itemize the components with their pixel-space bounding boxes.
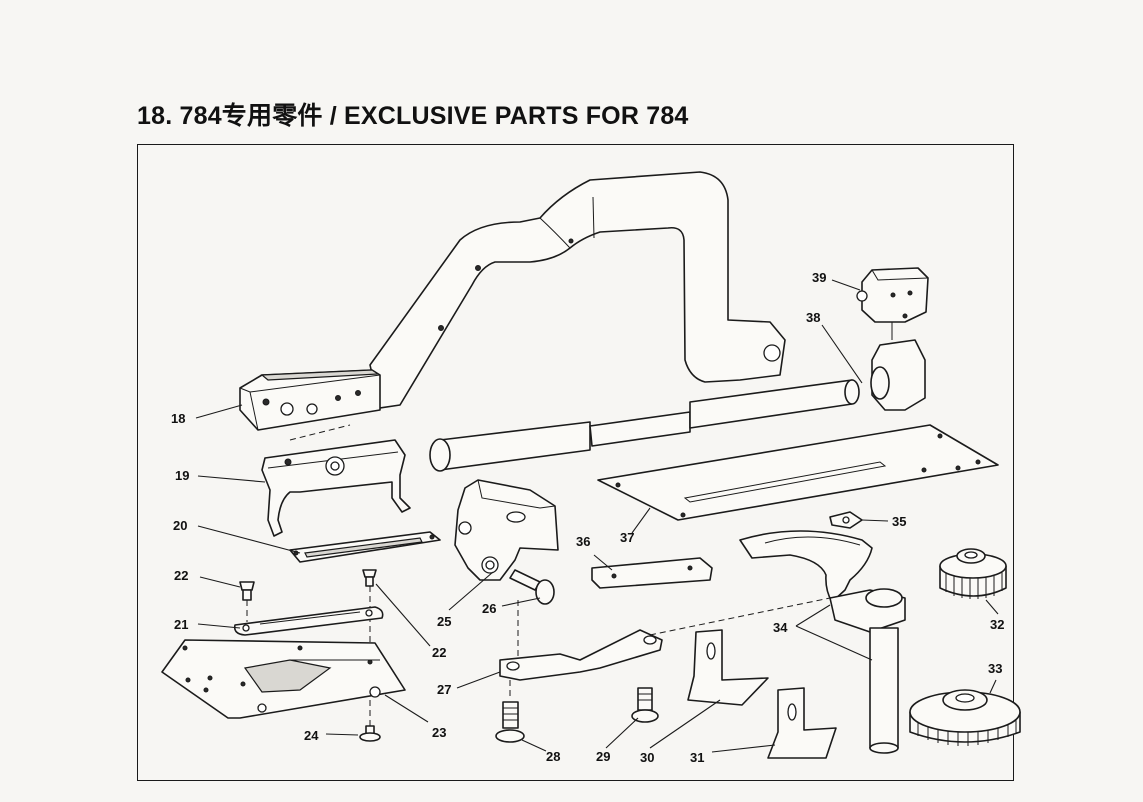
part-39-clamp bbox=[856, 267, 929, 411]
part-33-large-gear bbox=[909, 689, 1021, 746]
part-27-link bbox=[499, 629, 663, 681]
part-36-small-plate bbox=[591, 557, 713, 589]
callout-37: 37 bbox=[620, 530, 634, 545]
callout-24: 24 bbox=[304, 728, 319, 743]
part-24-small-screw bbox=[359, 700, 381, 742]
part-32-small-gear bbox=[939, 548, 1007, 599]
callout-39: 39 bbox=[812, 270, 826, 285]
part-21-slotted-bar bbox=[233, 606, 384, 636]
part-28-bolt bbox=[495, 680, 525, 743]
part-29-bolt bbox=[631, 687, 659, 723]
callout-22-left: 22 bbox=[174, 568, 188, 583]
part-31-angle-bracket bbox=[767, 687, 837, 759]
page-title: 18. 784专用零件 / EXCLUSIVE PARTS FOR 784 bbox=[137, 102, 689, 130]
callout-20: 20 bbox=[173, 518, 187, 533]
callout-29: 29 bbox=[596, 749, 610, 764]
part-20-plate bbox=[289, 531, 441, 563]
callout-31: 31 bbox=[690, 750, 704, 765]
diagram-frame bbox=[137, 144, 1014, 781]
part-30-angle-bracket bbox=[687, 629, 769, 706]
callout-28: 28 bbox=[546, 749, 560, 764]
callout-25: 25 bbox=[437, 614, 451, 629]
callout-22-right: 22 bbox=[432, 645, 446, 660]
callout-33: 33 bbox=[988, 661, 1002, 676]
callout-labels: 18 19 20 22 21 22 23 24 25 26 27 28 29 3… bbox=[171, 270, 1004, 765]
callout-21: 21 bbox=[174, 617, 188, 632]
part-19-yoke-bracket bbox=[261, 424, 411, 537]
callout-19: 19 bbox=[175, 468, 189, 483]
callout-27: 27 bbox=[437, 682, 451, 697]
callout-36: 36 bbox=[576, 534, 590, 549]
callout-30: 30 bbox=[640, 750, 654, 765]
callout-23: 23 bbox=[432, 725, 446, 740]
callout-32: 32 bbox=[990, 617, 1004, 632]
callout-18: 18 bbox=[171, 411, 185, 426]
part-34-arc-lever bbox=[649, 530, 906, 754]
callout-34: 34 bbox=[773, 620, 788, 635]
part-25-block bbox=[454, 479, 559, 581]
part-26-shoulder-screw bbox=[509, 569, 555, 660]
part-18-arm-bracket bbox=[239, 171, 786, 431]
callout-38: 38 bbox=[806, 310, 820, 325]
callout-35: 35 bbox=[892, 514, 906, 529]
part-22-screw-left bbox=[239, 581, 255, 622]
part-35-washer bbox=[829, 511, 863, 529]
part-38-rod bbox=[429, 379, 860, 472]
callout-26: 26 bbox=[482, 601, 496, 616]
part-23-base-plate bbox=[161, 639, 406, 719]
leader-lines bbox=[195, 279, 999, 753]
part-37-long-plate bbox=[597, 424, 999, 521]
